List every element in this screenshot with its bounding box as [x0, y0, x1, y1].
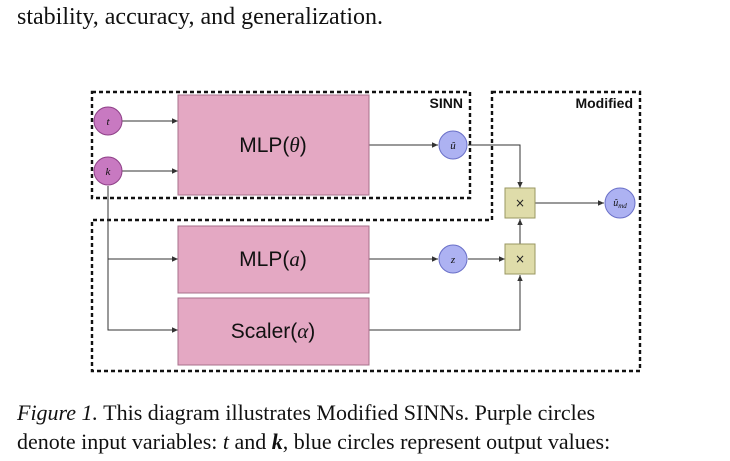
umd-base: û	[613, 198, 618, 209]
sinn-label: SINN	[430, 95, 463, 111]
scaler-node: Scaler(α)	[177, 297, 370, 366]
mlp-theta-node: MLP(θ)	[177, 94, 370, 196]
modified-sinn-diagram: SINN Modified MLP(θ) MLP(a) Scaler(α)	[90, 90, 642, 373]
output-uhat-node: û	[438, 130, 468, 160]
mlp-theta-symbol: θ	[289, 133, 299, 157]
svg-text:MLP(a): MLP(a)	[239, 247, 307, 271]
multiply-top-label: ×	[515, 196, 525, 210]
caption-line2-a: denote input variables:	[17, 429, 223, 454]
multiply-bottom-node: ×	[504, 243, 536, 275]
svg-text:Scaler(α): Scaler(α)	[231, 319, 316, 343]
svg-text:ûmd: ûmd	[613, 198, 627, 210]
z-node: z	[438, 244, 468, 274]
edge-k-scaler	[107, 259, 178, 333]
modified-label: Modified	[575, 95, 633, 111]
mlp-a-node: MLP(a)	[177, 225, 370, 294]
caption-and: and	[229, 429, 272, 454]
edge-scaler-multiply	[369, 275, 523, 331]
mlp-theta-prefix: MLP(	[239, 134, 289, 157]
edge-uhat-multiply	[468, 144, 523, 188]
caption-label: Figure 1.	[17, 400, 99, 425]
caption-line2-b: , blue circles represent output values:	[282, 429, 611, 454]
input-k-node: k	[93, 156, 123, 186]
output-umd-node: ûmd	[604, 187, 636, 219]
caption-line1: This diagram illustrates Modified SINNs.…	[98, 400, 596, 425]
input-t-label: t	[106, 116, 110, 128]
multiply-bottom-label: ×	[515, 252, 525, 266]
mlp-theta-suffix: )	[300, 134, 307, 157]
input-t-node: t	[93, 106, 123, 136]
sinn-region	[90, 90, 472, 200]
svg-text:MLP(θ): MLP(θ)	[239, 133, 307, 157]
intro-text: stability, accuracy, and generalization.	[17, 4, 384, 30]
mlp-a-suffix: )	[300, 248, 307, 271]
input-k-label: k	[106, 166, 112, 178]
multiply-top-node: ×	[504, 187, 536, 219]
modified-region	[90, 90, 642, 373]
caption-var-k: k	[271, 429, 283, 454]
figure-caption: Figure 1. This diagram illustrates Modif…	[17, 398, 610, 456]
scaler-suffix: )	[308, 320, 315, 343]
umd-sub: md	[618, 202, 627, 210]
output-uhat-label: û	[450, 140, 456, 152]
scaler-prefix: Scaler(	[231, 320, 298, 343]
mlp-a-symbol: a	[289, 247, 300, 271]
caption-var-t: t	[222, 429, 230, 454]
mlp-a-prefix: MLP(	[239, 248, 289, 271]
z-label: z	[450, 254, 456, 266]
scaler-symbol: α	[297, 319, 309, 343]
